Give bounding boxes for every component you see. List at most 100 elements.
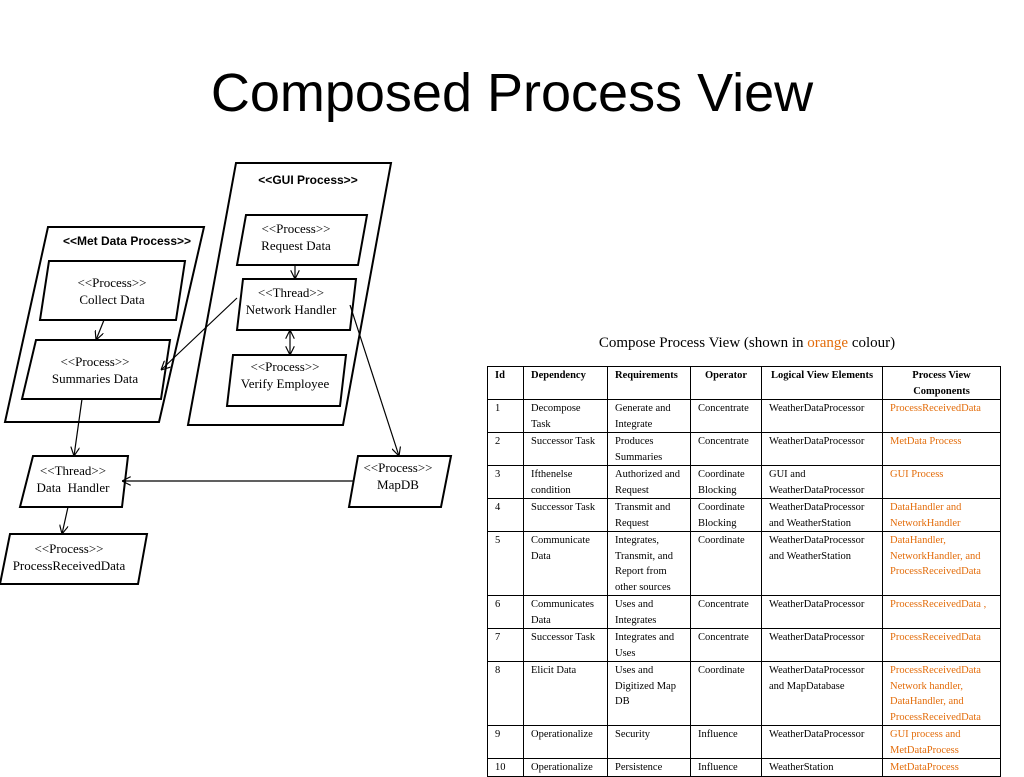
cell-dependency: Communicate Data <box>523 531 608 596</box>
datahandler-to-processreceived-arrow <box>62 506 69 534</box>
met-data-process-container <box>3 226 206 423</box>
summaries-data-name: Summaries Data <box>52 371 139 386</box>
cell-logical-view: GUI and WeatherDataProcessor <box>761 465 883 499</box>
verify-employee-name: Verify Employee <box>241 376 330 391</box>
cell-dependency: Successor Task <box>523 432 608 466</box>
gui-process-label: <<GUI Process>> <box>258 173 357 187</box>
cell-logical-view: WeatherStation <box>761 758 883 777</box>
verify-employee-node <box>225 354 348 407</box>
cell-id: 1 <box>487 399 524 433</box>
process-received-data-stereotype: <<Process>> <box>34 541 103 556</box>
network-to-summaries-arrow <box>161 297 238 370</box>
caption-suffix: colour) <box>848 335 896 351</box>
mapdb-stereotype: <<Process>> <box>363 460 432 475</box>
cell-requirements: Persistence <box>607 758 691 777</box>
collect-data-stereotype: <<Process>> <box>77 275 146 290</box>
table-row: 9 Operationalize Security Influence Weat… <box>487 725 1001 759</box>
header-requirements: Requirements <box>607 366 691 400</box>
cell-process-view: MetData Process <box>882 432 1001 466</box>
cell-operator: Influence <box>690 725 762 759</box>
met-data-process-label: <<Met Data Process>> <box>63 234 191 248</box>
cell-requirements: Authorized and Request <box>607 465 691 499</box>
cell-requirements: Integrates, Transmit, and Report from ot… <box>607 531 691 596</box>
process-received-data-name: ProcessReceivedData <box>13 558 126 573</box>
cell-logical-view: WeatherDataProcessor <box>761 399 883 433</box>
verify-employee-stereotype: <<Process>> <box>250 359 319 374</box>
network-handler-stereotype: <<Thread>> <box>258 285 324 300</box>
composition-table: Id Dependency Requirements Operator Logi… <box>487 366 1001 777</box>
cell-dependency: Operationalize <box>523 758 608 777</box>
table-row: 10 Operationalize Persistence Influence … <box>487 758 1001 777</box>
network-to-mapdb-arrow <box>349 304 399 456</box>
cell-operator: Concentrate <box>690 399 762 433</box>
cell-requirements: Uses and Digitized Map DB <box>607 661 691 726</box>
table-row: 4 Successor Task Transmit and Request Co… <box>487 498 1001 532</box>
cell-requirements: Produces Summaries <box>607 432 691 466</box>
request-data-node <box>235 214 369 266</box>
cell-id: 7 <box>487 628 524 662</box>
header-dependency: Dependency <box>523 366 608 400</box>
request-data-stereotype: <<Process>> <box>261 221 330 236</box>
slide-title: Composed Process View <box>210 63 814 123</box>
data-handler-name: Data Handler <box>37 480 111 495</box>
cell-process-view: ProcessReceivedData , <box>882 595 1001 629</box>
cell-operator: Coordinate Blocking <box>690 498 762 532</box>
cell-operator: Concentrate <box>690 628 762 662</box>
cell-operator: Coordinate Blocking <box>690 465 762 499</box>
cell-logical-view: WeatherDataProcessor <box>761 725 883 759</box>
table-row: 1 Decompose Task Generate and Integrate … <box>487 399 1001 433</box>
cell-requirements: Generate and Integrate <box>607 399 691 433</box>
cell-dependency: Elicit Data <box>523 661 608 726</box>
cell-operator: Coordinate <box>690 531 762 596</box>
data-handler-node <box>18 455 130 508</box>
cell-operator: Influence <box>690 758 762 777</box>
cell-dependency: Operationalize <box>523 725 608 759</box>
cell-id: 10 <box>487 758 524 777</box>
table-row: 2 Successor Task Produces Summaries Conc… <box>487 432 1001 466</box>
header-id: Id <box>487 366 524 400</box>
process-diagram: <<GUI Process>> <<Met Data Process>> <<P… <box>0 162 453 585</box>
cell-operator: Concentrate <box>690 432 762 466</box>
summaries-to-datahandler-arrow <box>74 398 83 456</box>
cell-logical-view: WeatherDataProcessor and WeatherStation <box>761 531 883 596</box>
cell-dependency: Successor Task <box>523 498 608 532</box>
cell-logical-view: WeatherDataProcessor and WeatherStation <box>761 498 883 532</box>
cell-dependency: Successor Task <box>523 628 608 662</box>
header-logical-view-elements: Logical View Elements <box>761 366 883 400</box>
cell-dependency: Ifthenelse condition <box>523 465 608 499</box>
cell-requirements: Uses and Integrates <box>607 595 691 629</box>
caption-highlight: orange <box>807 335 849 351</box>
header-operator: Operator <box>690 366 762 400</box>
collect-to-summaries-arrow <box>96 319 105 340</box>
cell-id: 8 <box>487 661 524 726</box>
cell-id: 9 <box>487 725 524 759</box>
cell-logical-view: WeatherDataProcessor <box>761 595 883 629</box>
cell-process-view: ProcessReceivedData Network handler, Dat… <box>882 661 1001 726</box>
cell-id: 5 <box>487 531 524 596</box>
cell-requirements: Transmit and Request <box>607 498 691 532</box>
header-process-view-components: Process View Components <box>882 366 1001 400</box>
request-data-name: Request Data <box>261 238 331 253</box>
data-handler-stereotype: <<Thread>> <box>40 463 106 478</box>
table-row: 3 Ifthenelse condition Authorized and Re… <box>487 465 1001 499</box>
cell-process-view: MetDataProcess <box>882 758 1001 777</box>
cell-process-view: DataHandler, NetworkHandler, and Process… <box>882 531 1001 596</box>
network-handler-name: Network Handler <box>246 302 337 317</box>
cell-logical-view: WeatherDataProcessor <box>761 628 883 662</box>
cell-operator: Coordinate <box>690 661 762 726</box>
mapdb-name: MapDB <box>377 477 419 492</box>
cell-process-view: ProcessReceivedData <box>882 628 1001 662</box>
cell-process-view: ProcessReceivedData <box>882 399 1001 433</box>
cell-process-view: DataHandler and NetworkHandler <box>882 498 1001 532</box>
table-row: 5 Communicate Data Integrates, Transmit,… <box>487 531 1001 596</box>
table-row: 7 Successor Task Integrates and Uses Con… <box>487 628 1001 662</box>
cell-dependency: Communicates Data <box>523 595 608 629</box>
cell-operator: Concentrate <box>690 595 762 629</box>
cell-id: 3 <box>487 465 524 499</box>
table-row: 6 Communicates Data Uses and Integrates … <box>487 595 1001 629</box>
cell-process-view: GUI process and MetDataProcess <box>882 725 1001 759</box>
cell-logical-view: WeatherDataProcessor <box>761 432 883 466</box>
table-row: 8 Elicit Data Uses and Digitized Map DB … <box>487 661 1001 726</box>
cell-id: 4 <box>487 498 524 532</box>
table-header-row: Id Dependency Requirements Operator Logi… <box>487 366 1001 400</box>
